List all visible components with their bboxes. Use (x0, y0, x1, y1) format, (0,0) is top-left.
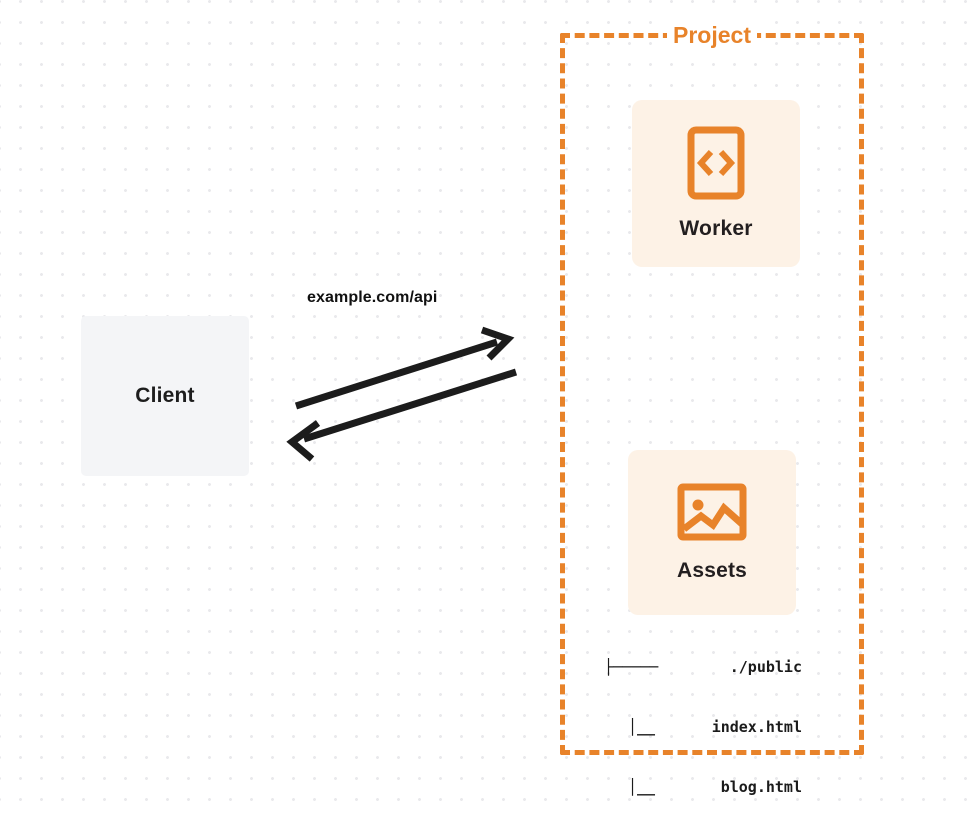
request-arrow (294, 326, 515, 410)
project-title-label: Project (667, 21, 757, 49)
file-tree-row: │__ blog.html (604, 777, 802, 797)
file-tree-root-label: ./public (729, 658, 802, 676)
connection-label: example.com/api (307, 289, 438, 306)
image-picture-icon (677, 482, 747, 547)
assets-node-label: Assets (676, 559, 748, 582)
worker-node[interactable]: Worker (632, 100, 800, 267)
worker-node-label: Worker (679, 217, 753, 240)
project-container: Project (560, 21, 864, 755)
tree-branch-glyph: ├───── (604, 658, 659, 676)
client-node[interactable]: Client (81, 316, 249, 476)
tree-branch-glyph: │__ (628, 778, 656, 796)
tree-branch-glyph: │__ (628, 718, 656, 736)
file-tree-row: │__ index.html (604, 717, 802, 737)
file-tree-item-label: index.html (711, 718, 802, 736)
assets-node[interactable]: Assets (628, 450, 796, 615)
code-brackets-icon (687, 126, 745, 205)
assets-file-tree: ├───── ./public │__ index.html │__ blog.… (604, 617, 802, 818)
client-node-label: Client (135, 384, 195, 407)
response-arrow (286, 368, 518, 462)
file-tree-item-label: blog.html (720, 778, 802, 796)
file-tree-row-root: ├───── ./public (604, 657, 802, 677)
